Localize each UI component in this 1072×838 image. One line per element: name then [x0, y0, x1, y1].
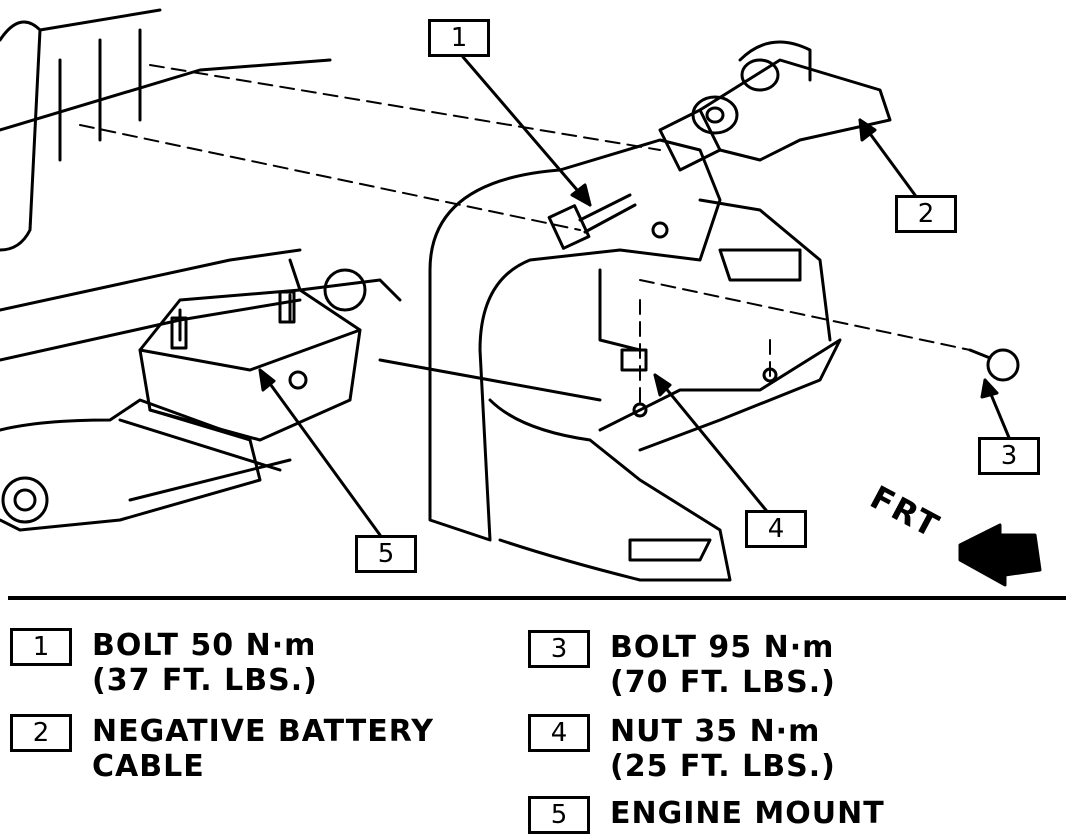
legend-text: BOLT 50 N·m (37 FT. LBS.) — [92, 628, 318, 698]
leader-lines — [258, 55, 1012, 537]
callout-5: 5 — [355, 535, 417, 573]
legend-line: (25 FT. LBS.) — [610, 749, 836, 784]
legend-item-5: 5 ENGINE MOUNT — [528, 796, 885, 834]
legend-line: BOLT 50 N·m — [92, 628, 317, 663]
callout-1: 1 — [428, 19, 490, 57]
legend-line: NEGATIVE BATTERY — [92, 714, 434, 749]
legend-number: 3 — [528, 630, 590, 668]
callout-4: 4 — [745, 510, 807, 548]
bolt-1 — [547, 193, 637, 250]
nut-4 — [620, 348, 648, 372]
legend-item-4: 4 NUT 35 N·m (25 FT. LBS.) — [528, 714, 836, 784]
callout-2: 2 — [895, 195, 957, 233]
legend-line: ENGINE MOUNT — [610, 796, 885, 831]
legend-text: NUT 35 N·m (25 FT. LBS.) — [610, 714, 836, 784]
legend-line: NUT 35 N·m — [610, 714, 821, 749]
legend-item-3: 3 BOLT 95 N·m (70 FT. LBS.) — [528, 630, 836, 700]
engine-mount — [138, 258, 402, 442]
bolt-3 — [968, 348, 1020, 382]
legend-line: BOLT 95 N·m — [610, 630, 835, 665]
legend-number: 5 — [528, 796, 590, 834]
front-arrow — [958, 523, 1042, 587]
legend-number: 1 — [10, 628, 72, 666]
legend-text: NEGATIVE BATTERY CABLE — [92, 714, 434, 784]
frame-rail — [0, 8, 602, 532]
legend-line: CABLE — [92, 749, 205, 784]
legend-number: 2 — [10, 714, 72, 752]
alignment-lines — [79, 64, 971, 411]
legend-text: ENGINE MOUNT — [610, 796, 885, 831]
divider-line — [8, 596, 1066, 600]
engine-mount-diagram — [0, 8, 1042, 587]
legend-item-2: 2 NEGATIVE BATTERY CABLE — [10, 714, 434, 784]
mount-bracket — [428, 138, 842, 582]
legend-line: (37 FT. LBS.) — [92, 663, 318, 698]
legend-item-1: 1 BOLT 50 N·m (37 FT. LBS.) — [10, 628, 318, 698]
legend-number: 4 — [528, 714, 590, 752]
battery-cable — [658, 40, 892, 172]
legend-text: BOLT 95 N·m (70 FT. LBS.) — [610, 630, 836, 700]
callout-3: 3 — [978, 437, 1040, 475]
legend-line: (70 FT. LBS.) — [610, 665, 836, 700]
